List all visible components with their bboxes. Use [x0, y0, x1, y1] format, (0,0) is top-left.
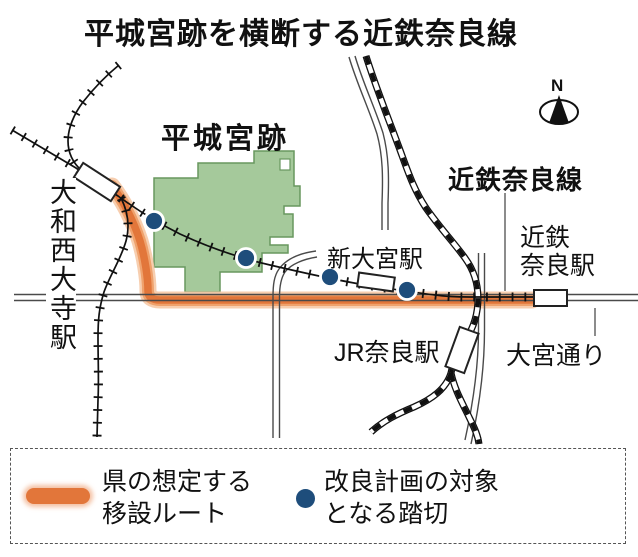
yamato-saidaiji-station-box: [72, 161, 122, 203]
relocation-route: [103, 177, 541, 309]
legend-crossing-dot-icon: [296, 489, 315, 508]
shin-omiya-station-box: [356, 271, 396, 293]
crossing-dot: [143, 210, 165, 232]
kintetsu-nara-line-label: 近鉄奈良線: [448, 165, 584, 195]
figure-title: 平城宮跡を横断する近鉄奈良線: [84, 18, 518, 51]
kashihara-line-ticks: [92, 195, 133, 438]
palace-notch: [279, 158, 291, 171]
kintetsu-nara-station-label-line1: 近鉄: [520, 224, 571, 252]
crossing-dots: [143, 210, 418, 301]
kyoto-line: [67, 64, 120, 172]
kyoto-line-ticks: [63, 61, 122, 175]
crossing-dot: [319, 266, 341, 288]
kintetsu-lines: [9, 61, 533, 438]
stations: [72, 161, 568, 375]
crossing-dot: [396, 279, 418, 301]
legend-crossing-label-line1: 改良計画の対象: [324, 468, 500, 496]
legend-route-label: 県の想定する 移設ルート: [102, 466, 252, 530]
omiya-street-label: 大宮通り: [506, 342, 607, 370]
legend-route-label-line2: 移設ルート: [102, 500, 228, 528]
legend-crossing-label-line2: となる踏切: [324, 500, 449, 528]
jr-nara-station-label: JR奈良駅: [334, 339, 440, 367]
legend-route-label-line1: 県の想定する: [102, 468, 253, 496]
kashihara-line: [96, 197, 129, 438]
north-road: [348, 56, 384, 230]
legend-crossing-label: 改良計画の対象 となる踏切: [324, 466, 499, 530]
palace-site-label: 平城宮跡: [161, 123, 290, 155]
relocation-route-core: [108, 182, 536, 304]
jr-nara-station-box: [444, 325, 480, 375]
curve-road: [272, 250, 317, 438]
compass-icon: [539, 95, 579, 125]
kintetsu-nara-station-label-line2: 奈良駅: [520, 252, 596, 280]
kintetsu-nara-station-label: 近鉄 奈良駅: [520, 224, 595, 280]
crossing-dot: [235, 247, 257, 269]
legend-route-swatch: [26, 488, 90, 504]
shin-omiya-station-label: 新大宮駅: [327, 246, 423, 273]
legend-box: [10, 448, 626, 544]
kintetsu-nara-station-box: [533, 289, 568, 307]
north-road: [354, 55, 390, 230]
compass-north-label: N: [551, 76, 564, 95]
curve-road: [278, 256, 318, 438]
yamato-saidaiji-station-label: 大和西大寺駅: [46, 178, 76, 352]
